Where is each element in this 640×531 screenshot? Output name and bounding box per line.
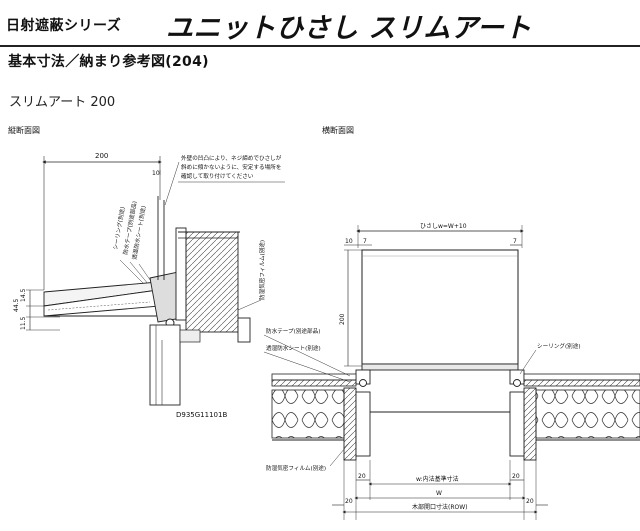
label-moisture-film: 防湿気密フィルム(別途) [258,240,266,300]
horizontal-section: 横断面図 ひさしw=W+10 10 7 7 200 [263,125,640,520]
dimension-W: W [436,490,442,497]
product-title: ユニットひさし スリムアート [166,13,532,44]
svg-text:200: 200 [95,152,108,160]
svg-text:外壁の凹凸により、ネジ締めでひさしが: 外壁の凹凸により、ネジ締めでひさしが [181,154,282,162]
dimension-row: 木部開口寸法(ROW) [412,503,468,511]
label-moisture-film-h: 防湿気密フィルム(別途) [266,464,326,472]
label-sealing-h: シーリング(別途) [537,342,581,350]
model-name: スリムアート 200 [9,95,116,110]
svg-text:ひさしw=W+10: ひさしw=W+10 [420,223,467,230]
bottom-dimensions: 20 20 w:内法基準寸法 W 木部開口寸法(ROW) 20 20 [332,460,548,520]
svg-text:11.5: 11.5 [20,316,27,330]
vertical-section-title: 縦断面図 [8,125,40,135]
awning-profile [43,196,183,328]
awning-plan [355,249,525,387]
dimension-10: 10 [152,170,161,200]
dimension-20-left-bottom: 20 [345,498,353,505]
drawing-code: D935G11101B [176,411,227,419]
dimension-hisashi-width: ひさしw=W+10 [356,223,524,248]
svg-text:10: 10 [152,170,160,177]
series-name: 日射遮蔽シリーズ [6,18,122,34]
dimension-7-left: 7 [363,238,367,245]
dimension-20-right-top: 20 [512,473,520,480]
horizontal-section-title: 横断面図 [322,125,354,135]
dimension-10-left: 10 [345,238,353,245]
svg-text:200: 200 [339,313,346,325]
installation-note: 外壁の凹凸により、ネジ締めでひさしが 斜めに傾かないように、安定する場所を 確認… [164,154,285,206]
svg-text:14.5: 14.5 [20,288,27,302]
wall-section [149,227,251,406]
label-waterproof-tape-h: 防水テープ(別途部品) [266,327,320,335]
dimension-20-left-top: 20 [358,473,366,480]
svg-text:斜めに傾かないように、安定する場所を: 斜めに傾かないように、安定する場所を [181,163,281,171]
svg-text:確認して取り付けてください: 確認して取り付けてください [181,172,254,180]
vertical-section: 縦断面図 200 10 外壁の凹凸により、ネジ締めでひさしが 斜めに傾かないよう… [8,125,285,419]
section-title: 基本寸法／納まり参考図(204) [8,54,209,70]
header-divider [0,45,640,47]
dimension-7-right: 7 [513,238,517,245]
label-breathable-sheet-h: 透湿防水シート(別途) [266,344,321,352]
dimension-inner-w: w:内法基準寸法 [416,475,459,483]
svg-text:44.5: 44.5 [13,298,20,312]
dimension-20-right-bottom: 20 [526,498,534,505]
wall-layers [271,373,640,461]
dimension-200-vertical: 200 [339,249,362,367]
